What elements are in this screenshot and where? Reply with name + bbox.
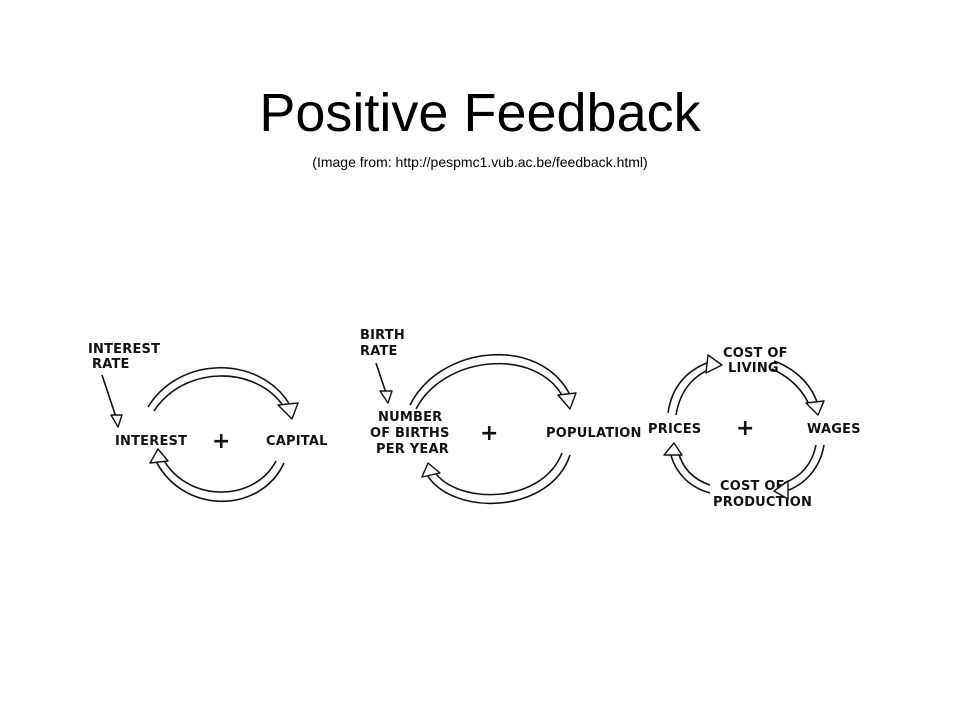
prices-to-living-arc-inner [675, 368, 711, 416]
interest-top-arc-inner [153, 375, 285, 412]
interest-bottom-arc [153, 456, 285, 503]
interest-bottom-arrowhead [149, 448, 169, 464]
population-top-arc [409, 353, 571, 406]
population-top-arrowhead [557, 392, 577, 410]
capital-label: CAPITAL [266, 434, 328, 449]
prices-wages-loop: COST OF LIVING WAGES COST OF PRODUCTION … [648, 346, 861, 510]
interest-capital-loop: INTEREST RATE INTEREST + CAPITAL [88, 342, 328, 503]
birth-rate-label-line1: BIRTH [360, 328, 405, 343]
population-bottom-arc [425, 454, 571, 505]
production-to-prices-arc [669, 450, 711, 494]
prices-label: PRICES [648, 422, 701, 437]
slide-title: Positive Feedback [259, 83, 701, 143]
population-bottom-arrowhead [421, 462, 441, 478]
interest-bottom-arc-inner [161, 456, 277, 493]
population-loop: BIRTH RATE NUMBER OF BIRTHS PER YEAR + P… [360, 328, 642, 505]
population-bottom-arc-inner [433, 452, 563, 496]
wages-to-production-arc-inner [783, 444, 817, 484]
prices-plus-sign: + [736, 416, 754, 441]
interest-top-arrowhead [277, 402, 299, 420]
interest-rate-label-line2: RATE [92, 357, 130, 372]
births-label-line1: NUMBER [378, 410, 442, 425]
prices-to-living-arrowhead [705, 354, 723, 374]
production-to-prices-arrowhead [663, 442, 683, 456]
interest-label: INTEREST [115, 434, 187, 449]
interest-rate-label-line1: INTEREST [88, 342, 160, 357]
population-top-arc-inner [415, 362, 564, 410]
wages-to-production-arrowhead [773, 480, 789, 500]
births-label-line3: PER YEAR [376, 442, 449, 457]
wages-label: WAGES [807, 422, 861, 437]
prices-to-living-arc [667, 360, 713, 414]
cost-of-production-label-line2: PRODUCTION [713, 495, 812, 510]
living-to-wages-arrowhead [805, 400, 825, 416]
cost-of-living-label-line2: LIVING [728, 361, 779, 376]
wages-to-production-arc [785, 444, 825, 492]
living-to-wages-arc [773, 360, 819, 406]
birth-rate-label-line2: RATE [360, 344, 398, 359]
cost-of-production-label-line1: COST OF [720, 479, 785, 494]
feedback-diagrams: INTEREST RATE INTEREST + CAPITAL BIRTH R… [88, 328, 861, 510]
cost-of-living-label-line1: COST OF [723, 346, 788, 361]
production-to-prices-arc-inner [677, 450, 711, 486]
slide-subtitle: (Image from: http://pespmc1.vub.ac.be/fe… [312, 154, 648, 170]
interest-rate-arrow [101, 374, 117, 418]
interest-rate-arrowhead [110, 414, 123, 428]
population-label: POPULATION [546, 426, 642, 441]
interest-top-arc [147, 367, 291, 408]
interest-plus-sign: + [212, 429, 230, 454]
births-label-line2: OF BIRTHS [370, 426, 450, 441]
population-plus-sign: + [480, 421, 498, 446]
birth-rate-arrowhead [379, 390, 393, 404]
birth-rate-arrow [375, 362, 387, 394]
